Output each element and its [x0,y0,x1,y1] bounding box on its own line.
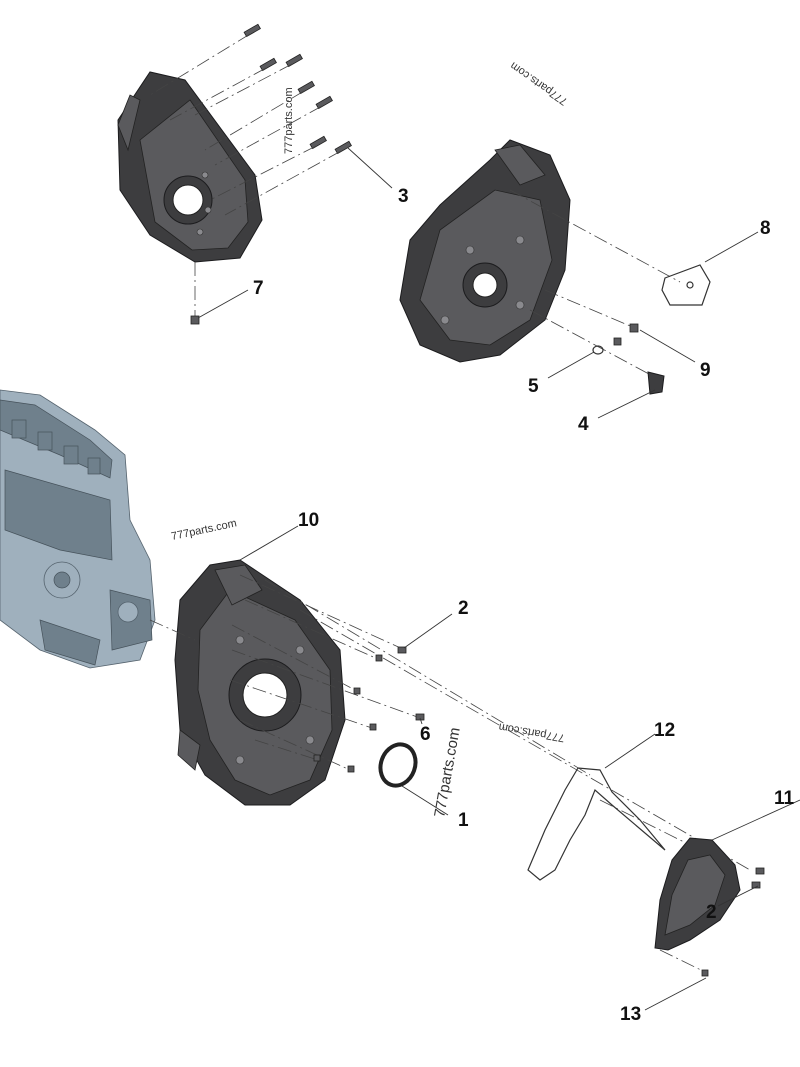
plug-7 [190,262,200,325]
plug-13 [659,949,709,977]
bolts-housing [313,646,425,773]
gasket-12 [527,767,666,881]
callout-8: 8 [760,218,771,239]
callout-11: 11 [774,788,795,809]
bolts-top-left [149,23,352,216]
engine-block [0,389,156,669]
callout-13: 13 [620,1004,641,1025]
callout-2-lower: 2 [706,902,717,923]
assembly-dash-lines [149,574,751,871]
callout-4: 4 [578,414,589,435]
watermark-vertical: 777parts.com [431,726,464,818]
flywheel-housing-top-left [117,71,263,263]
callout-2-upper: 2 [458,598,469,619]
callout-5: 5 [528,376,539,397]
callout-6: 6 [420,724,431,745]
leader-lines [197,147,800,1011]
callout-labels: 1 2 2 3 4 5 6 7 8 9 10 11 12 13 [253,186,795,1025]
watermark-middle-upside-down: 777parts.com [498,720,566,743]
watermark-top-rotated: 777parts.com [283,87,295,154]
callout-10: 10 [298,510,319,531]
cover-11 [654,837,765,951]
flywheel-housing-10 [174,559,346,806]
flywheel-housing-top-right [399,139,571,363]
callout-12: 12 [654,720,675,741]
callout-9: 9 [700,360,711,381]
callout-3: 3 [398,186,409,207]
parts-8-9-5-4 [509,189,711,395]
callout-7: 7 [253,278,264,299]
watermark-top-upside-down: 777parts.com [508,59,569,107]
callout-1: 1 [458,810,469,831]
watermark-left: 777parts.com [170,517,238,543]
seal-ring-1 [378,742,418,788]
